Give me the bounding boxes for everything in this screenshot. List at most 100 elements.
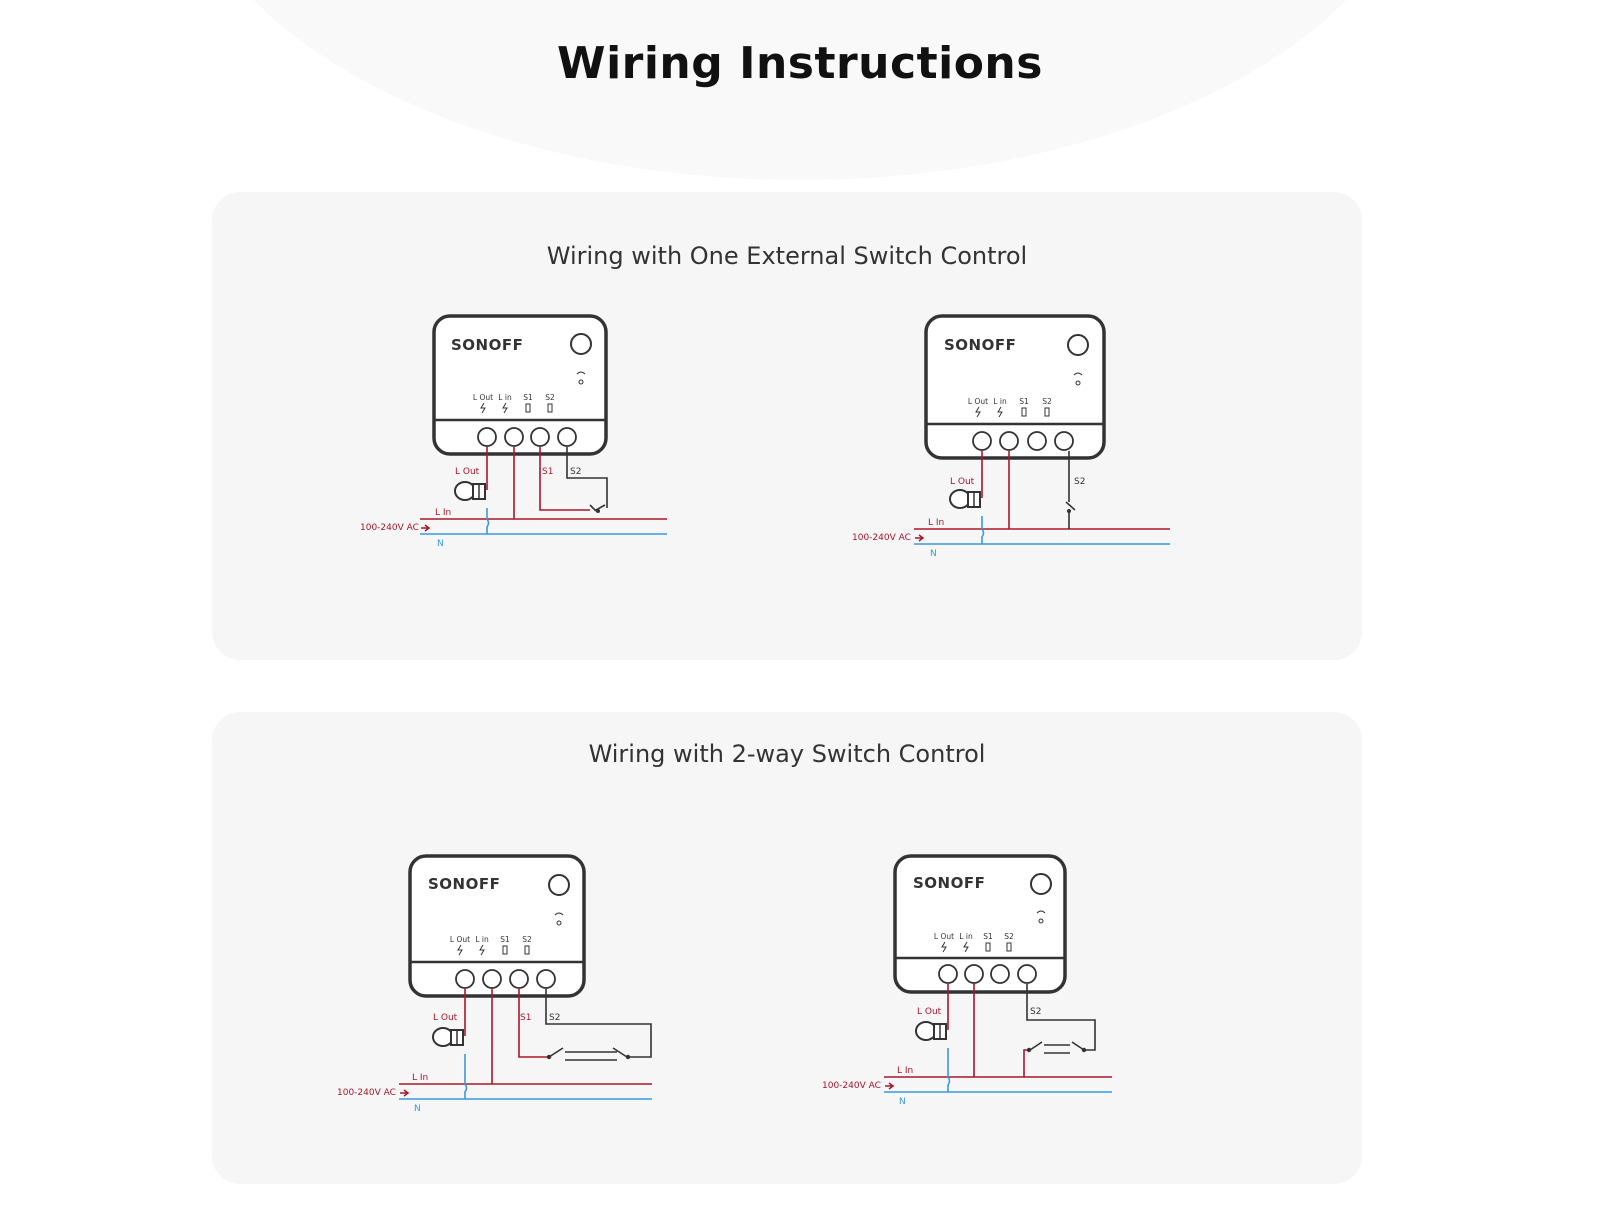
supply-label: 100-240V AC <box>337 1088 396 1098</box>
page-title: Wiring Instructions <box>557 38 1043 89</box>
wire-label-s2: S2 <box>570 467 581 477</box>
wiring-diagram-s1-s2: SONOFF L Out L in S1 S2 <box>360 314 667 549</box>
lamp-neutral-wire <box>981 516 985 544</box>
terminal-screw-icon <box>482 969 502 989</box>
wire-label-s2: S2 <box>1030 1007 1041 1017</box>
section-title: Wiring with One External Switch Control <box>546 242 1028 270</box>
wire-label-n: N <box>437 539 444 549</box>
live-symbol-icon <box>457 944 485 956</box>
pairing-button-icon <box>548 874 570 896</box>
arrow-right-icon <box>885 1082 895 1090</box>
terminal-label-s1: S1 <box>1019 397 1029 406</box>
terminal-screw-icon <box>509 969 529 989</box>
brand-logo: SONOFF <box>913 874 985 892</box>
pairing-button-icon <box>1030 873 1052 895</box>
terminal-label-l-in: L in <box>475 935 489 944</box>
arrow-right-icon <box>915 534 925 542</box>
wire-label-l-out: L Out <box>917 1007 942 1017</box>
lamp-neutral-wire <box>947 1048 951 1092</box>
wire-label-l-in: L In <box>412 1073 428 1083</box>
live-symbol-icon <box>480 402 508 414</box>
terminal-screw-icon <box>557 427 577 447</box>
terminal-screw-icon <box>999 431 1019 451</box>
section-two-way-switch: Wiring with 2-way Switch Control SONOFF … <box>212 712 1362 1184</box>
wiring-diagram-two-way-s2: SONOFF L Out L in S1 S2 <box>822 854 1112 1107</box>
brand-logo: SONOFF <box>944 336 1016 354</box>
switch-symbol-icon <box>1006 942 1012 952</box>
switch-contact-icon <box>612 1047 628 1058</box>
switch-symbol-icon <box>547 403 553 413</box>
switch-pivot-icon <box>1081 1047 1087 1053</box>
wiring <box>914 451 1170 545</box>
switch-contact-icon <box>1029 1041 1043 1051</box>
supply-label: 100-240V AC <box>360 523 419 533</box>
terminal-label-l-in: L in <box>498 393 512 402</box>
lamp-icon <box>949 489 981 509</box>
wire-label-l-in: L In <box>435 508 451 518</box>
terminal-screw-icon <box>1017 964 1037 984</box>
switch-symbol-icon <box>985 942 991 952</box>
lamp-icon <box>432 1027 464 1047</box>
wiring-diagram-s2: SONOFF L Out L in S1 S2 <box>852 314 1170 559</box>
wire-label-s2: S2 <box>1074 477 1085 487</box>
wifi-indicator-icon <box>1036 910 1046 924</box>
wifi-indicator-icon <box>576 371 586 385</box>
terminal-screw-icon <box>455 969 475 989</box>
device-module: SONOFF L Out L in S1 S2 <box>408 854 586 998</box>
device-module: SONOFF L Out L in S1 S2 <box>924 314 1106 460</box>
s1-wire <box>518 989 547 1058</box>
terminal-label-l-out: L Out <box>968 397 988 406</box>
wire-label-l-out: L Out <box>455 467 480 477</box>
terminal-screw-icon <box>536 969 556 989</box>
switch-contact-icon <box>1071 1041 1085 1051</box>
section-title: Wiring with 2-way Switch Control <box>588 740 986 768</box>
lamp-neutral-wire <box>464 1054 468 1099</box>
live-symbol-icon <box>975 406 1003 418</box>
terminal-screw-icon <box>1027 431 1047 451</box>
terminal-screw-icon <box>504 427 524 447</box>
wire-label-s1: S1 <box>520 1013 531 1023</box>
switch-pivot-icon <box>625 1054 631 1060</box>
supply-label: 100-240V AC <box>852 533 911 543</box>
brand-logo: SONOFF <box>451 336 523 354</box>
switch-symbol-icon <box>502 945 508 955</box>
terminal-label-s2: S2 <box>1004 932 1014 941</box>
switch-symbol-icon <box>525 403 531 413</box>
background-arc <box>175 0 1425 180</box>
terminal-label-s2: S2 <box>545 393 555 402</box>
terminal-screw-icon <box>477 427 497 447</box>
s2-wire <box>1026 984 1096 1051</box>
wire-label-l-in: L In <box>897 1066 913 1076</box>
switch-contact-icon <box>1065 501 1076 529</box>
wifi-indicator-icon <box>554 912 564 926</box>
terminal-screw-icon <box>964 964 984 984</box>
terminal-label-s2: S2 <box>1042 397 1052 406</box>
terminal-label-l-out: L Out <box>450 935 470 944</box>
switch-symbol-icon <box>1044 407 1050 417</box>
device-module: SONOFF L Out L in S1 S2 <box>432 314 608 456</box>
s1-wire <box>539 447 590 511</box>
device-module: SONOFF L Out L in S1 S2 <box>893 854 1067 994</box>
wire-label-l-out: L Out <box>433 1013 458 1023</box>
wire-label-n: N <box>899 1097 906 1107</box>
section-one-external-switch: Wiring with One External Switch Control … <box>212 192 1362 660</box>
terminal-screw-icon <box>990 964 1010 984</box>
wifi-indicator-icon <box>1073 372 1083 386</box>
wiring <box>420 447 667 535</box>
terminal-label-l-out: L Out <box>473 393 493 402</box>
wire-label-s1: S1 <box>542 467 553 477</box>
wire-label-l-in: L In <box>928 518 944 528</box>
wiring-diagram-two-way-s1-s2: SONOFF L Out L in S1 S2 <box>337 854 652 1114</box>
wire-label-l-out: L Out <box>950 477 975 487</box>
terminal-screw-icon <box>530 427 550 447</box>
arrow-right-icon <box>421 524 431 532</box>
terminal-label-s1: S1 <box>500 935 510 944</box>
switch-contact-icon <box>548 1047 564 1058</box>
wire-label-s2: S2 <box>549 1013 560 1023</box>
lamp-neutral-wire <box>486 508 490 534</box>
switch-pivot-icon <box>546 1054 552 1060</box>
terminal-label-s1: S1 <box>983 932 993 941</box>
switch-symbol-icon <box>524 945 530 955</box>
switch-symbol-icon <box>1021 407 1027 417</box>
terminal-label-s2: S2 <box>522 935 532 944</box>
